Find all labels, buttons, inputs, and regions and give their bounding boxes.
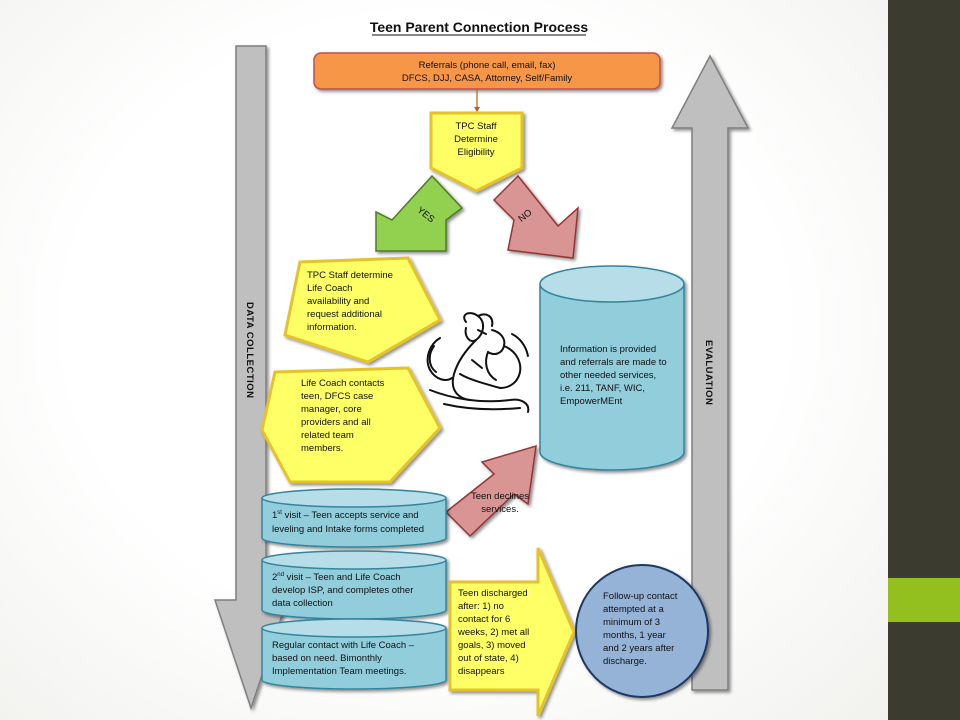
availability-line-1: TPC Staff determine	[307, 270, 393, 281]
visit1-cylinder	[261, 488, 447, 548]
diagram-title: Teen Parent Connection Process	[370, 19, 589, 35]
regular-contact-cylinder	[261, 618, 447, 690]
yes-arrow	[375, 174, 464, 252]
regular-line-1: Regular contact with Life Coach –	[272, 640, 415, 651]
contacts-line-3: manager, core	[301, 404, 362, 415]
side-accent	[888, 578, 960, 622]
info-line-4: i.e. 211, TANF, WIC,	[560, 383, 645, 394]
contacts-line-1: Life Coach contacts	[301, 378, 385, 389]
contacts-line-4: providers and all	[301, 417, 371, 428]
declines-arrow	[444, 444, 537, 538]
followup-line-2: attempted at a	[603, 604, 664, 615]
declines-line-2: services.	[481, 504, 518, 515]
contacts-line-6: members.	[301, 443, 343, 454]
contacts-line-2: teen, DFCS case	[301, 391, 373, 402]
info-line-2: and referrals are made to	[560, 357, 667, 368]
regular-line-3: Implementation Team meetings.	[272, 666, 406, 677]
info-line-1: Information is provided	[560, 344, 656, 355]
no-arrow	[492, 174, 579, 259]
followup-line-3: minimum of 3	[603, 617, 660, 628]
discharged-line-1: Teen discharged	[458, 588, 528, 599]
visit2-line-1: 2nd visit – Teen and Life Coach	[272, 572, 401, 583]
info-line-3: other needed services,	[560, 370, 656, 381]
discharged-line-4: weeks, 2) met all	[457, 627, 529, 638]
referrals-box	[313, 52, 661, 90]
discharged-line-2: after: 1) no	[458, 601, 504, 612]
availability-line-2: Life Coach	[307, 283, 352, 294]
visit1-line-2: leveling and Intake forms completed	[272, 524, 424, 535]
discharged-line-3: contact for 6	[458, 614, 510, 625]
followup-line-1: Follow-up contact	[603, 591, 678, 602]
availability-line-3: availability and	[307, 296, 369, 307]
regular-line-2: based on need. Bimonthly	[272, 653, 382, 664]
process-diagram: Teen Parent Connection Process DATA COLL…	[213, 19, 750, 717]
followup-circle	[575, 564, 709, 698]
info-line-5: EmpowerMEnt	[560, 396, 623, 407]
followup-line-5: and 2 years after	[603, 643, 674, 654]
visit2-line-3: data collection	[272, 598, 333, 609]
discharged-arrow	[448, 547, 576, 717]
followup-line-6: discharge.	[603, 656, 647, 667]
referrals-line-2: DFCS, DJJ, CASA, Attorney, Self/Family	[402, 73, 573, 84]
contacts-box	[260, 366, 442, 484]
eligibility-line-2: Determine	[454, 134, 498, 145]
information-cylinder	[539, 265, 685, 471]
referrals-line-1: Referrals (phone call, email, fax)	[419, 60, 556, 71]
evaluation-label: EVALUATION	[703, 340, 714, 405]
data-collection-label: DATA COLLECTION	[244, 302, 255, 399]
availability-line-4: request additional	[307, 309, 382, 320]
referrals-connector-head	[474, 107, 480, 112]
availability-line-5: information.	[307, 322, 357, 333]
declines-line-1: Teen declines	[471, 491, 529, 502]
eligibility-line-1: TPC Staff	[455, 121, 496, 132]
eligibility-box	[429, 111, 524, 193]
availability-box	[283, 256, 442, 364]
followup-line-4: months, 1 year	[603, 630, 666, 641]
visit2-line-2: develop ISP, and completes other	[272, 585, 413, 596]
contacts-line-5: related team	[301, 430, 354, 441]
eligibility-line-3: Eligibility	[458, 147, 495, 158]
discharged-line-7: disappears	[458, 666, 505, 677]
visit2-cylinder	[261, 550, 447, 620]
evaluation-arrow	[670, 54, 750, 691]
discharged-line-5: goals, 3) moved	[458, 640, 526, 651]
discharged-line-6: out of state, 4)	[458, 653, 519, 664]
visit1-line-1: 1st visit – Teen accepts service and	[272, 510, 419, 521]
parent-child-illustration	[426, 312, 530, 413]
